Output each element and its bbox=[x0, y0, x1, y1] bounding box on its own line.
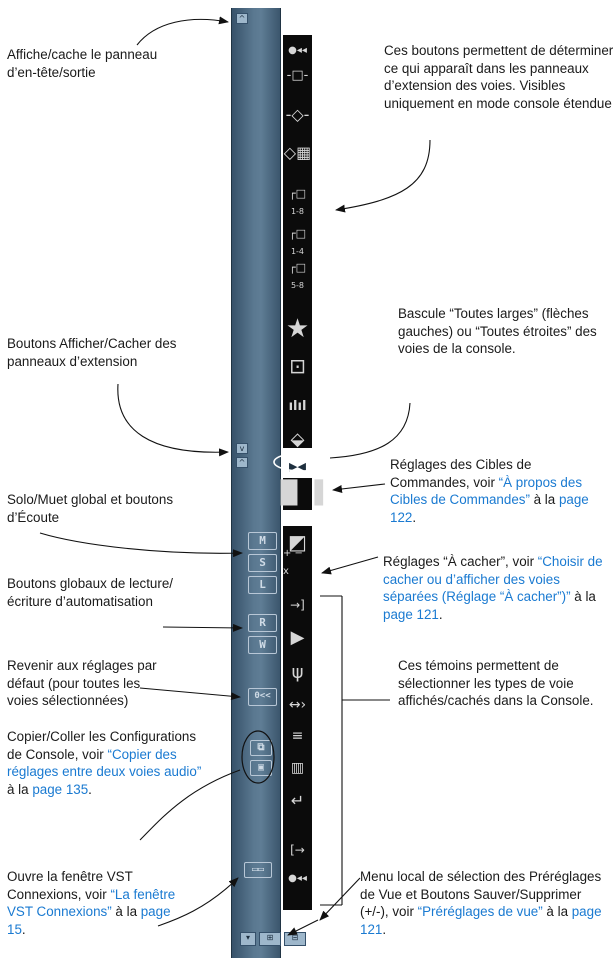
command-targets-icon[interactable]: ▐▌▐ bbox=[272, 481, 323, 507]
midi-keys-icon[interactable]: ▥ bbox=[290, 760, 305, 777]
layers-icon[interactable]: ⬙ bbox=[290, 429, 305, 451]
copy-icon[interactable]: ⧉ bbox=[250, 740, 272, 756]
eq-icon[interactable]: -◇- bbox=[285, 105, 310, 125]
preset-delete-icon[interactable]: ⊟ bbox=[284, 932, 306, 946]
presets-link[interactable]: “Préréglages de vue” bbox=[417, 904, 543, 920]
reset-button[interactable]: 0<< bbox=[248, 688, 277, 706]
show-hide-io-button[interactable]: ^ bbox=[236, 13, 248, 24]
command-targets-bg bbox=[283, 478, 312, 510]
preset-menu-chevron-down-icon[interactable]: ▾ bbox=[240, 932, 256, 946]
show-extension-button[interactable]: v bbox=[236, 443, 248, 454]
extension-buttons-column bbox=[283, 35, 312, 255]
hide-link[interactable]: “Choisir de cacher ou d’afficher des voi… bbox=[383, 554, 603, 605]
insert-icon[interactable]: -□- bbox=[286, 68, 309, 84]
copy-mid: à la bbox=[7, 781, 33, 797]
presets-text: Menu local de sélection des Préréglages … bbox=[360, 869, 602, 920]
annotation-copy-paste: Copier/Coller les Configurations de Cons… bbox=[7, 728, 202, 798]
copy-end: . bbox=[88, 781, 92, 797]
vst-mid: à la bbox=[111, 904, 141, 920]
cmd-targets-end: . bbox=[412, 509, 417, 525]
annotation-automation: Boutons globaux de lecture/écriture d’au… bbox=[7, 576, 174, 609]
output-channel-icon[interactable]: [→ bbox=[290, 843, 305, 858]
annotation-show-hide-extension: Boutons Afficher/Cacher des panneaux d’e… bbox=[7, 336, 177, 369]
annotation-solo-mute: Solo/Muet global et boutons d’Écoute bbox=[7, 492, 174, 525]
vst-connections-icon[interactable]: ▭▭ bbox=[244, 862, 272, 878]
global-write-button[interactable]: W bbox=[248, 636, 277, 654]
star-icon[interactable]: ★ bbox=[285, 314, 310, 345]
presets-mid: à la bbox=[542, 904, 572, 920]
dot-arrows-bottom-icon[interactable]: ●◂◂ bbox=[288, 873, 307, 885]
paste-icon[interactable]: ▣ bbox=[250, 760, 272, 776]
cmd-targets-text: Réglages des Cibles de Commandes, voir bbox=[390, 457, 532, 490]
dot-arrows-icon[interactable]: ●◂◂ bbox=[288, 45, 307, 57]
cmd-targets-link[interactable]: “À propos des Cibles de Commandes” bbox=[390, 474, 583, 508]
annotation-vst-connections: Ouvre la fenêtre VST Connexions, voir “L… bbox=[7, 868, 189, 938]
hide-page-link[interactable]: page 121 bbox=[383, 606, 439, 622]
sends-1-4-label: 1-4 bbox=[290, 247, 305, 256]
play-icon[interactable]: ▶ bbox=[290, 627, 305, 649]
global-read-button[interactable]: R bbox=[248, 614, 277, 632]
input-channel-icon[interactable]: →] bbox=[290, 598, 305, 613]
sends-5-8-icon[interactable]: ┌□5-8 bbox=[283, 261, 312, 292]
annotation-command-targets: Réglages des Cibles de Commandes, voir “… bbox=[390, 456, 612, 526]
copy-page-link[interactable]: page 135 bbox=[32, 781, 89, 797]
meter-bars-icon[interactable]: ılıl bbox=[288, 399, 307, 415]
eq-grid-icon[interactable]: ◇▦ bbox=[283, 143, 312, 163]
hide-extension-button[interactable]: ^ bbox=[236, 457, 248, 468]
panel-square-icon[interactable]: ⊡ bbox=[289, 354, 306, 379]
cmd-targets-page-link[interactable]: page 122 bbox=[390, 492, 589, 525]
return-icon[interactable]: ↵ bbox=[290, 791, 305, 811]
presets-end: . bbox=[382, 921, 387, 937]
hide-text: Réglages “À cacher”, voir bbox=[383, 554, 538, 569]
global-listen-button[interactable]: L bbox=[248, 576, 277, 594]
group-icon[interactable]: ↔› bbox=[288, 697, 307, 714]
annotation-extension-content: Ces boutons permettent de déterminer ce … bbox=[384, 43, 614, 111]
visibility-column bbox=[283, 526, 312, 910]
hide-mid: à la bbox=[570, 589, 596, 605]
extension-buttons-column-3 bbox=[283, 258, 312, 288]
hide-settings-icon[interactable]: ◩ bbox=[288, 530, 307, 555]
annotation-presets: Menu local de sélection des Préréglages … bbox=[360, 868, 610, 938]
annotation-hide-settings: Réglages “À cacher”, voir “Choisir de ca… bbox=[383, 553, 611, 623]
wide-narrow-toggle-button[interactable]: ▶◀ bbox=[289, 460, 306, 473]
extension-buttons-column-4 bbox=[283, 288, 312, 448]
global-mute-button[interactable]: M bbox=[248, 532, 277, 550]
hide-end: . bbox=[438, 606, 443, 622]
vst-text: Ouvre la fenêtre VST Connexions, voir bbox=[7, 869, 133, 902]
preset-save-icon[interactable]: ⊞ bbox=[259, 932, 281, 946]
sends-1-4-icon[interactable]: ┌□1-4 bbox=[283, 227, 312, 258]
vst-end: . bbox=[21, 921, 26, 937]
global-solo-button[interactable]: S bbox=[248, 554, 277, 572]
fx-lines-icon[interactable]: ≡ bbox=[291, 728, 304, 745]
sends-1-8-label: 1-8 bbox=[290, 207, 305, 216]
plus-minus-x-icon[interactable]: + − x bbox=[283, 548, 312, 577]
instrument-icon[interactable]: ψ bbox=[291, 662, 304, 684]
sends-1-8-icon[interactable]: ┌□1-8 bbox=[283, 187, 312, 218]
sends-5-8-label: 5-8 bbox=[290, 281, 305, 290]
annotation-reset: Revenir aux réglages par défaut (pour to… bbox=[7, 658, 157, 709]
cmd-targets-mid: à la bbox=[529, 492, 559, 508]
presets-page-link[interactable]: page 121 bbox=[360, 904, 602, 937]
copy-text: Copier/Coller les Configurations de Cons… bbox=[7, 729, 197, 762]
annotation-io-panel: Affiche/cache le panneau d’en-tête/sorti… bbox=[7, 47, 158, 80]
annotation-toggle-width: Bascule “Toutes larges” (flèches gauches… bbox=[398, 306, 597, 357]
annotation-indicators: Ces témoins permettent de sélectionner l… bbox=[398, 658, 594, 709]
